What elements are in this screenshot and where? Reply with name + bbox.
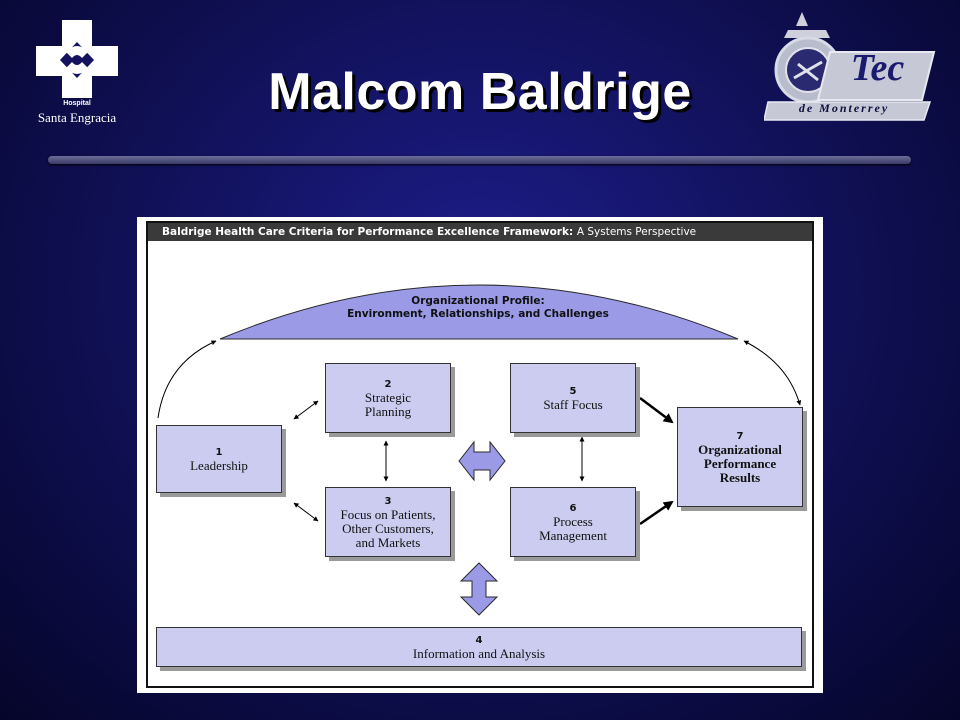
box-number: 4: [475, 634, 483, 646]
profile-to-results-arc: [743, 340, 802, 406]
hospital-label: Hospital: [63, 100, 91, 107]
box-number: 5: [569, 385, 577, 397]
box-number: 7: [736, 430, 744, 442]
box-number: 1: [215, 446, 223, 458]
framework-connectors: [157, 284, 802, 616]
box-leadership: 1 Leadership: [156, 425, 282, 493]
baldrige-framework-figure: Baldrige Health Care Criteria for Perfor…: [137, 217, 823, 693]
box-label: Focus on Patients, Other Customers, and …: [340, 506, 436, 550]
slide-title: Malcom Baldrige: [268, 63, 692, 121]
framework-frame: Baldrige Health Care Criteria for Perfor…: [146, 221, 814, 688]
box-staff-focus: 5 Staff Focus: [510, 363, 636, 433]
box-strategic-planning: 2 Strategic Planning: [325, 363, 451, 433]
box-organizational-performance-results: 7 Organizational Performance Results: [677, 407, 803, 507]
organizational-profile-label: Organizational Profile: Environment, Rel…: [347, 295, 609, 320]
staff-results-arrow: [639, 397, 674, 424]
hospital-name: Santa Engracia: [37, 110, 117, 125]
tec-wordmark: Tec: [850, 47, 905, 89]
box-label: Strategic Planning: [364, 389, 412, 419]
leadership-focus-arrow: [293, 502, 319, 522]
box-information-and-analysis: 4 Information and Analysis: [156, 627, 802, 667]
framework-header-title: Baldrige Health Care Criteria for Perfor…: [162, 226, 574, 238]
box-focus-on-patients: 3 Focus on Patients, Other Customers, an…: [325, 487, 451, 557]
box-label: Staff Focus: [543, 396, 603, 412]
process-results-arrow: [639, 500, 674, 526]
horizontal-double-arrow: [458, 440, 506, 482]
box-label: Leadership: [190, 457, 248, 473]
leadership-strategic-arrow: [293, 400, 319, 420]
box-label: Information and Analysis: [412, 645, 546, 661]
vertical-double-arrow: [459, 562, 499, 616]
title-divider: [48, 156, 911, 164]
tec-seal-icon: [763, 12, 936, 121]
box-number: 3: [384, 495, 392, 507]
leadership-to-profile-arc: [157, 340, 217, 419]
framework-header-subtitle: A Systems Perspective: [576, 226, 697, 238]
framework-header: Baldrige Health Care Criteria for Perfor…: [148, 223, 812, 241]
box-number: 6: [569, 502, 577, 514]
organizational-profile-dome: [219, 284, 739, 340]
box-process-management: 6 Process Management: [510, 487, 636, 557]
tec-subtitle: de Monterrey: [798, 101, 890, 115]
hospital-santa-engracia-logo: Hospital Santa Engracia: [22, 18, 132, 128]
box-number: 2: [384, 378, 392, 390]
box-label: Organizational Performance Results: [698, 441, 782, 485]
cross-icon: [36, 20, 118, 98]
box-label: Process Management: [539, 513, 607, 543]
tec-de-monterrey-logo: Tec de Monterrey: [763, 8, 939, 123]
